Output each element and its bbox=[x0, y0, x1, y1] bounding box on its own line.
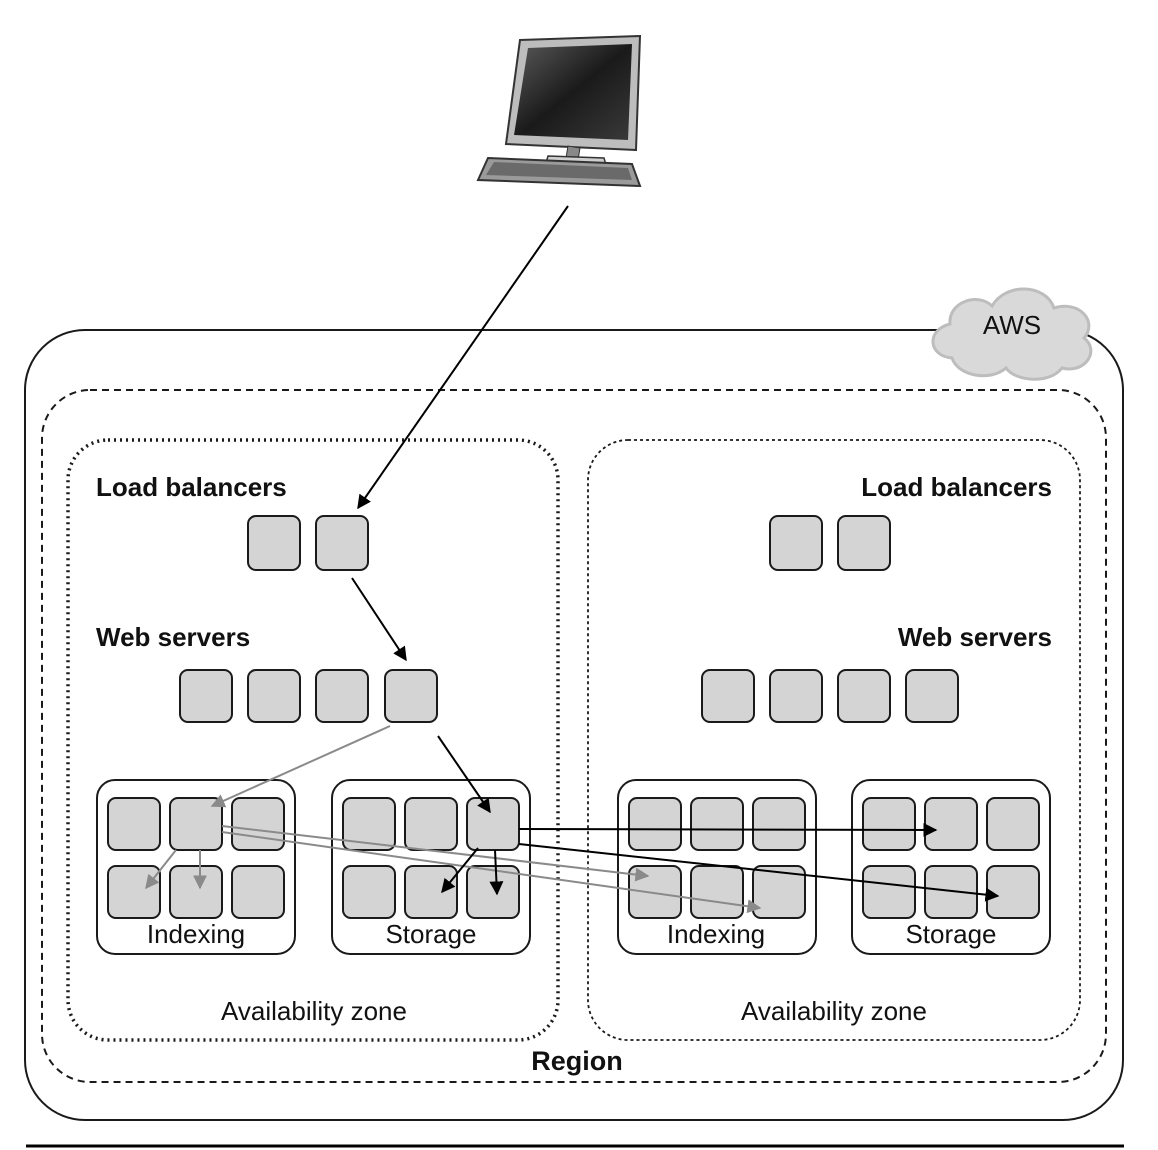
arrow-lb-to-web bbox=[351, 577, 407, 662]
indexing-label-right: Indexing bbox=[667, 919, 765, 949]
arrow-storage-down-left bbox=[441, 847, 479, 894]
web-server-node bbox=[179, 669, 233, 723]
indexing-node bbox=[752, 865, 806, 919]
availability-zone-left-label: Availability zone bbox=[221, 996, 407, 1026]
web-server-node bbox=[769, 669, 823, 723]
web-server-node bbox=[247, 669, 301, 723]
indexing-node bbox=[169, 797, 223, 851]
indexing-node bbox=[231, 865, 285, 919]
storage-node bbox=[342, 797, 396, 851]
cloud-icon bbox=[931, 287, 1093, 381]
indexing-node bbox=[628, 797, 682, 851]
web-servers-label-right: Web servers bbox=[898, 622, 1052, 652]
indexing-node bbox=[752, 797, 806, 851]
gray-arrow-index-to-remote-2 bbox=[221, 831, 762, 914]
arrow-storage-to-remote-2 bbox=[518, 843, 1000, 902]
web-server-node bbox=[837, 669, 891, 723]
availability-zone-left bbox=[66, 438, 560, 1042]
indexing-label-left: Indexing bbox=[147, 919, 245, 949]
arrow-web-to-storage bbox=[437, 735, 491, 814]
aws-boundary bbox=[24, 329, 1124, 1121]
storage-node bbox=[862, 865, 916, 919]
load-balancer-node bbox=[247, 515, 301, 571]
cloud-label: AWS bbox=[983, 310, 1041, 340]
gray-arrow-web-to-index bbox=[210, 725, 391, 808]
web-servers-label-left: Web servers bbox=[96, 622, 250, 652]
availability-zone-right bbox=[587, 439, 1081, 1041]
indexing-node bbox=[231, 797, 285, 851]
availability-zone-right-label: Availability zone bbox=[741, 996, 927, 1026]
storage-node bbox=[466, 797, 520, 851]
storage-node bbox=[924, 797, 978, 851]
arrow-storage-to-remote-1 bbox=[518, 822, 938, 837]
region-boundary bbox=[41, 389, 1107, 1083]
arrow-client-to-lb bbox=[357, 205, 569, 510]
storage-node bbox=[986, 865, 1040, 919]
indexing-node bbox=[690, 865, 744, 919]
storage-node bbox=[862, 797, 916, 851]
indexing-node bbox=[107, 865, 161, 919]
storage-node bbox=[404, 797, 458, 851]
web-server-node bbox=[384, 669, 438, 723]
load-balancer-node bbox=[769, 515, 823, 571]
web-server-node bbox=[905, 669, 959, 723]
gray-arrow-index-to-remote-1 bbox=[221, 825, 650, 882]
arrow-storage-down bbox=[489, 849, 504, 896]
gray-arrow-index-down-left bbox=[145, 849, 177, 890]
indexing-node bbox=[107, 797, 161, 851]
load-balancers-label-left: Load balancers bbox=[96, 472, 287, 502]
region-label: Region bbox=[531, 1046, 623, 1076]
load-balancers-label-right: Load balancers bbox=[861, 472, 1052, 502]
storage-label-right: Storage bbox=[905, 919, 996, 949]
storage-node bbox=[342, 865, 396, 919]
storage-node bbox=[924, 865, 978, 919]
computer-icon bbox=[476, 34, 642, 188]
storage-node bbox=[404, 865, 458, 919]
load-balancer-node bbox=[837, 515, 891, 571]
storage-label-left: Storage bbox=[385, 919, 476, 949]
web-server-node bbox=[701, 669, 755, 723]
indexing-node bbox=[690, 797, 744, 851]
indexing-node bbox=[169, 865, 223, 919]
web-server-node bbox=[315, 669, 369, 723]
storage-node bbox=[986, 797, 1040, 851]
load-balancer-node bbox=[315, 515, 369, 571]
